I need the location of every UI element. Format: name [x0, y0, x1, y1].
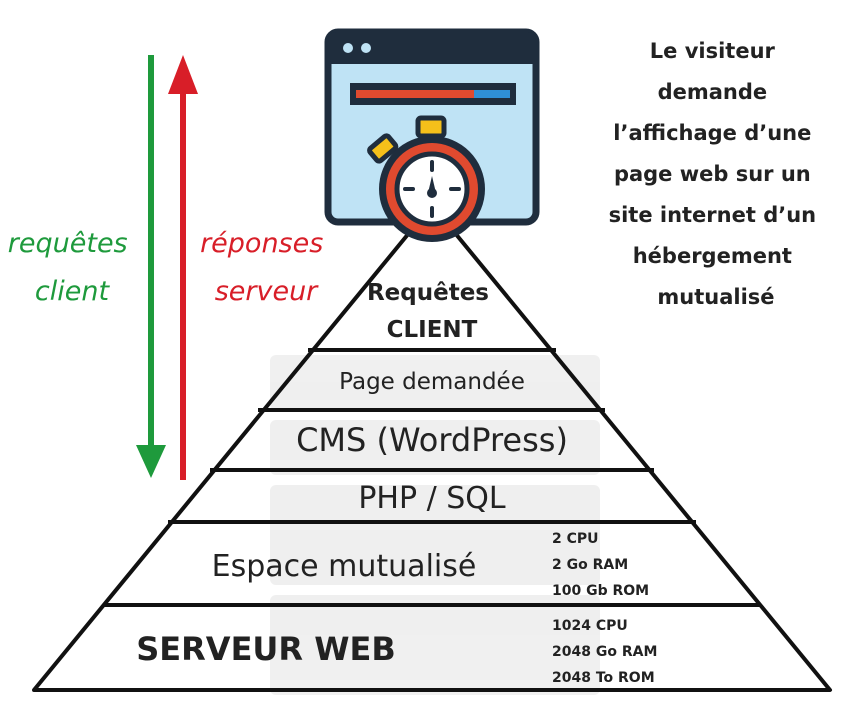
level-php-label: PHP / SQL: [358, 481, 506, 516]
server-rack-watermark: [270, 355, 600, 695]
responses-label-line-1: réponses: [200, 228, 323, 259]
pyramid: [32, 203, 832, 692]
server-spec-cpu: 1024 CPU: [552, 618, 628, 634]
window-dot-icon: [343, 43, 353, 53]
shared-specs: 2 CPU 2 Go RAM 100 Gb ROM: [552, 531, 649, 599]
responses-label: réponses serveur: [200, 228, 332, 307]
description-line-4: page web sur un: [614, 162, 811, 186]
description-line-3: l’affichage d’une: [613, 121, 811, 145]
progress-fill-blue: [474, 90, 510, 98]
shared-spec-rom: 100 Gb ROM: [552, 583, 649, 599]
description-line-5: site internet d’un: [609, 203, 817, 227]
window-dot-icon: [361, 43, 371, 53]
description-line-7: mutualisé: [657, 285, 774, 309]
stopwatch-icon: [367, 115, 485, 242]
requests-label-line-2: client: [35, 276, 111, 307]
description-line-1: Le visiteur: [650, 39, 776, 63]
requests-label: requêtes client: [8, 228, 136, 307]
progress-fill-red: [356, 90, 474, 98]
level-client-line-1: Requêtes: [367, 280, 489, 306]
server-spec-rom: 2048 To ROM: [552, 670, 655, 686]
description-text: Le visiteur demande l’affichage d’une pa…: [609, 39, 824, 309]
level-server-label: SERVEUR WEB: [136, 630, 395, 668]
description-line-2: demande: [658, 80, 768, 104]
response-arrow-icon: [168, 55, 198, 480]
requests-label-line-1: requêtes: [8, 228, 128, 259]
level-cms-label: CMS (WordPress): [296, 421, 568, 459]
level-client-line-2: CLIENT: [387, 317, 478, 343]
level-shared-label: Espace mutualisé: [212, 549, 477, 584]
shared-spec-cpu: 2 CPU: [552, 531, 599, 547]
level-client-label: Requêtes CLIENT: [367, 280, 497, 343]
server-spec-ram: 2048 Go RAM: [552, 644, 657, 660]
server-specs: 1024 CPU 2048 Go RAM 2048 To ROM: [552, 618, 662, 686]
level-page-label: Page demandée: [339, 369, 525, 395]
shared-spec-ram: 2 Go RAM: [552, 557, 628, 573]
responses-label-line-2: serveur: [215, 276, 319, 307]
description-line-6: hébergement: [633, 244, 792, 268]
request-arrow-icon: [136, 55, 166, 478]
pyramid-outline: [32, 203, 832, 692]
